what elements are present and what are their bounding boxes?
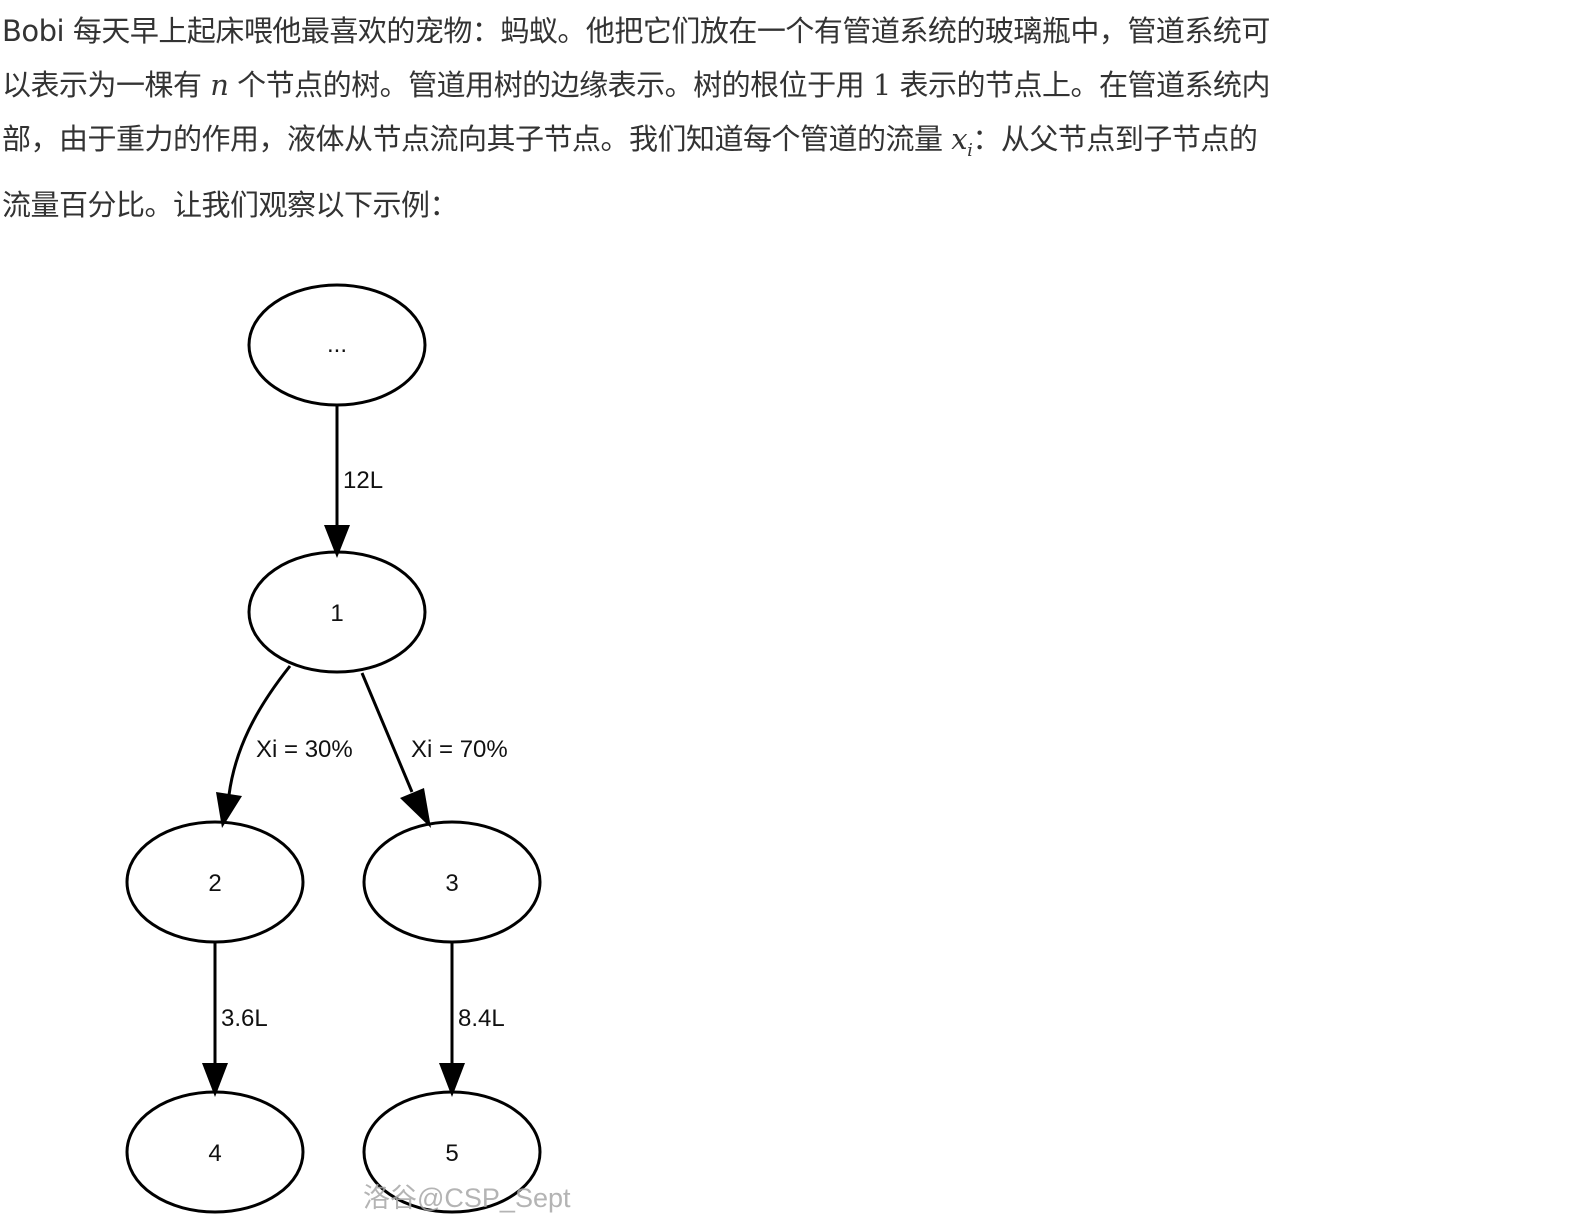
arrowhead — [202, 1063, 228, 1097]
text-line-3: 部，由于重力的作用，液体从节点流向其子节点。我们知道每个管道的流量 xi：从父节… — [2, 112, 1572, 178]
node-2 — [125, 820, 305, 944]
edge-1-3 — [360, 672, 414, 793]
watermark: 洛谷@CSP_Sept — [363, 1183, 571, 1213]
arrowhead — [439, 1063, 465, 1097]
arrowhead — [216, 792, 242, 828]
edge-label: 12L — [343, 467, 383, 494]
text-line-4: 流量百分比。让我们观察以下示例： — [2, 187, 459, 222]
text: 以表示为一棵有 — [2, 68, 211, 102]
math-sub-i: i — [967, 139, 973, 161]
node-label: 3 — [445, 870, 458, 897]
edge-label: 3.6L — [221, 1005, 268, 1032]
math-n: n — [210, 68, 229, 102]
edge-1-2 — [227, 665, 292, 796]
node-label: 5 — [445, 1140, 458, 1167]
text-line-1: Bobi 每天早上起床喂他最喜欢的宠物：蚂蚁。他把它们放在一个有管道系统的玻璃瓶… — [2, 14, 1270, 48]
node-4 — [125, 1090, 305, 1214]
problem-description: Bobi 每天早上起床喂他最喜欢的宠物：蚂蚁。他把它们放在一个有管道系统的玻璃瓶… — [2, 4, 1572, 232]
arrowhead — [324, 525, 350, 558]
text-line-2: 以表示为一棵有 n 个节点的树。管道用树的边缘表示。树的根位于用 1 表示的节点… — [2, 58, 1572, 112]
node-3 — [362, 820, 542, 944]
node-5 — [362, 1090, 542, 1214]
node-label: 4 — [208, 1140, 221, 1167]
edge-label: Xi = 70% — [411, 736, 508, 763]
text: 表示的节点上。在管道系统内 — [890, 68, 1271, 102]
arrowhead — [400, 788, 431, 828]
edge-label: Xi = 30% — [256, 736, 353, 763]
text: ：从父节点到子节点的 — [972, 122, 1258, 156]
math-xi: xi — [951, 122, 973, 161]
text: 个节点的树。管道用树的边缘表示。树的根位于用 — [228, 68, 873, 102]
node-1 — [247, 550, 427, 674]
edge-label: 8.4L — [458, 1005, 505, 1032]
node-label: 2 — [208, 870, 221, 897]
node-root — [247, 283, 427, 407]
node-label: 1 — [330, 600, 343, 627]
math-1: 1 — [872, 68, 891, 102]
node-label: ... — [327, 331, 347, 358]
text: 部，由于重力的作用，液体从节点流向其子节点。我们知道每个管道的流量 — [2, 122, 952, 156]
math-x: x — [951, 122, 968, 156]
